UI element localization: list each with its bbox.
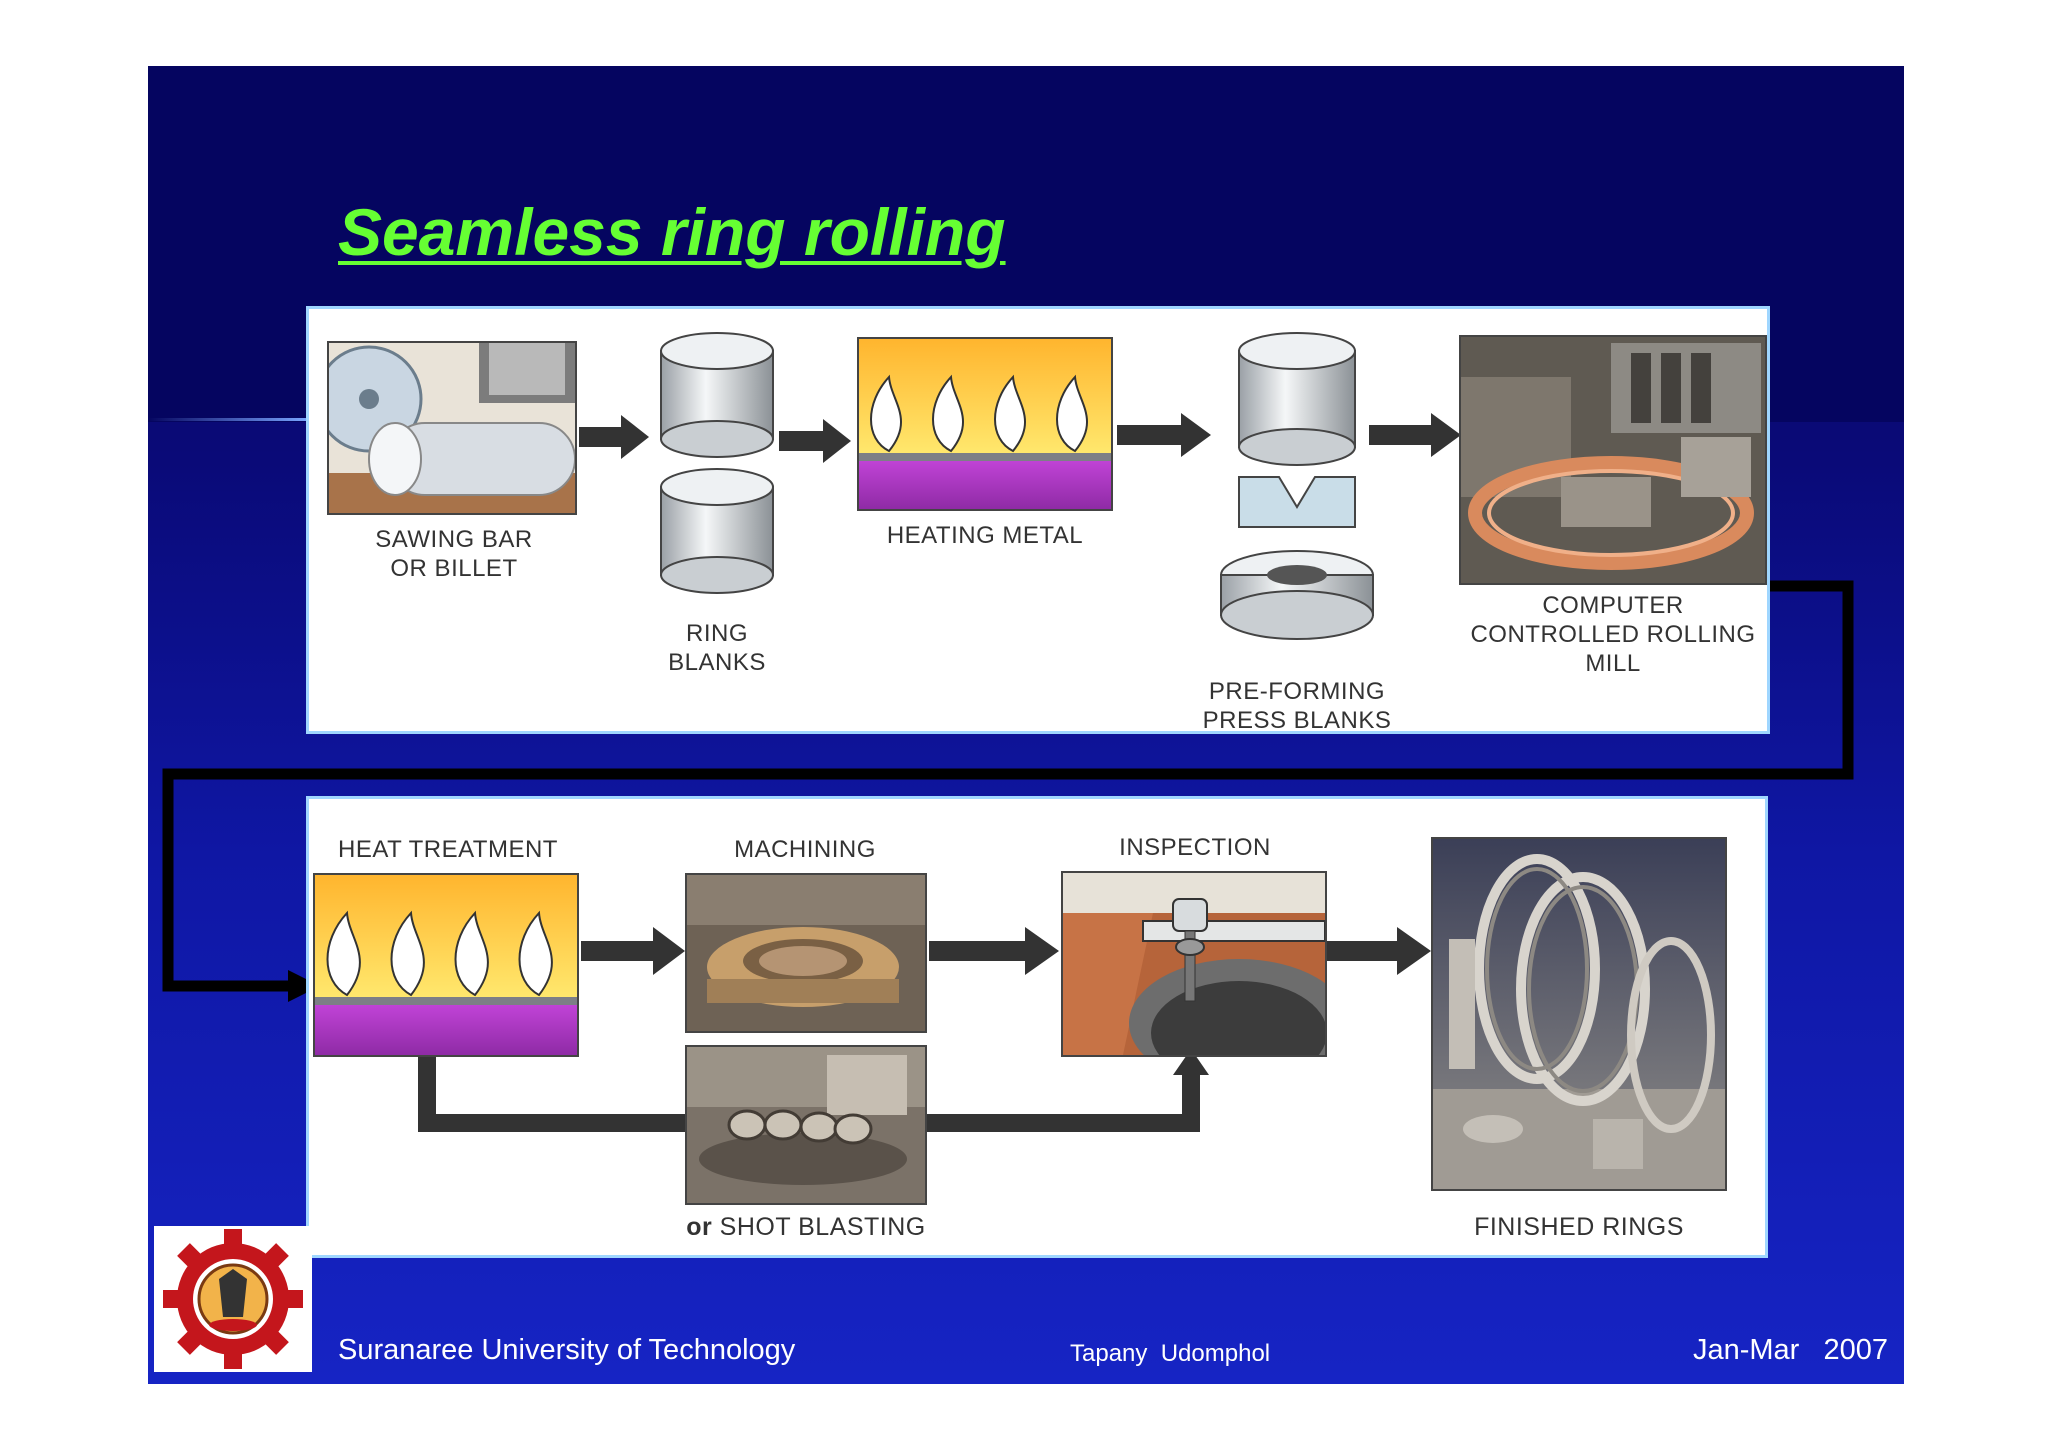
footer-author: Tapany Udomphol bbox=[1070, 1340, 1271, 1367]
shot-blasting-photo bbox=[685, 1045, 927, 1205]
flow-arrow-1 bbox=[579, 415, 649, 459]
footer-date: Jan-Mar 2007 bbox=[1692, 1334, 1888, 1366]
flow-arrow-6 bbox=[929, 927, 1059, 975]
step-label-pre-forming: PRE-FORMING PRESS BLANKS bbox=[1202, 678, 1392, 734]
step-label-machining: MACHINING bbox=[734, 836, 876, 863]
preform-press-illustration bbox=[1220, 332, 1374, 640]
saw-billet-illustration bbox=[327, 341, 577, 515]
step-label-inspection: INSPECTION bbox=[1119, 834, 1271, 861]
step-label-ring-blanks: RING BLANKS bbox=[668, 620, 766, 676]
slide-accent-line bbox=[148, 418, 308, 421]
flow-arrow-7 bbox=[1327, 927, 1431, 975]
furnace-flames-illustration bbox=[857, 337, 1113, 511]
inspection-probe-illustration bbox=[1061, 871, 1327, 1057]
university-gear-logo bbox=[154, 1226, 312, 1372]
step-label-rolling-mill: COMPUTER CONTROLLED ROLLING MILL bbox=[1470, 592, 1756, 677]
flow-arrow-5 bbox=[581, 927, 685, 975]
step-label-sawing: SAWING BAR OR BILLET bbox=[375, 526, 533, 582]
flow-arrow-2 bbox=[779, 419, 851, 463]
process-panel-top: SAWING BAR OR BILLET RING BLANKS bbox=[306, 306, 1770, 734]
cylinder-blanks-illustration bbox=[660, 332, 774, 594]
machining-photo bbox=[685, 873, 927, 1033]
flow-connector-arrow bbox=[162, 580, 1854, 1002]
rolling-mill-photo bbox=[1459, 335, 1767, 585]
step-label-shot-blasting: or SHOT BLASTING bbox=[686, 1213, 926, 1241]
process-panel-bottom: HEAT TREATMENT bbox=[306, 796, 1768, 1258]
step-label-heat-treatment: HEAT TREATMENT bbox=[338, 836, 558, 863]
slide: Seamless ring rolling SAWING BAR OR BILL… bbox=[148, 66, 1904, 1384]
flow-arrow-3 bbox=[1117, 413, 1211, 457]
flow-connector-shot-blasting bbox=[418, 1049, 1209, 1132]
flow-arrow-4 bbox=[1369, 413, 1461, 457]
slide-title: Seamless ring rolling bbox=[338, 195, 1006, 269]
furnace-flames-illustration bbox=[313, 873, 579, 1057]
finished-rings-photo bbox=[1431, 837, 1727, 1191]
footer-institution: Suranaree University of Technology bbox=[338, 1334, 796, 1366]
step-label-heating-metal: HEATING METAL bbox=[886, 522, 1084, 549]
step-label-finished-rings: FINISHED RINGS bbox=[1474, 1213, 1684, 1241]
